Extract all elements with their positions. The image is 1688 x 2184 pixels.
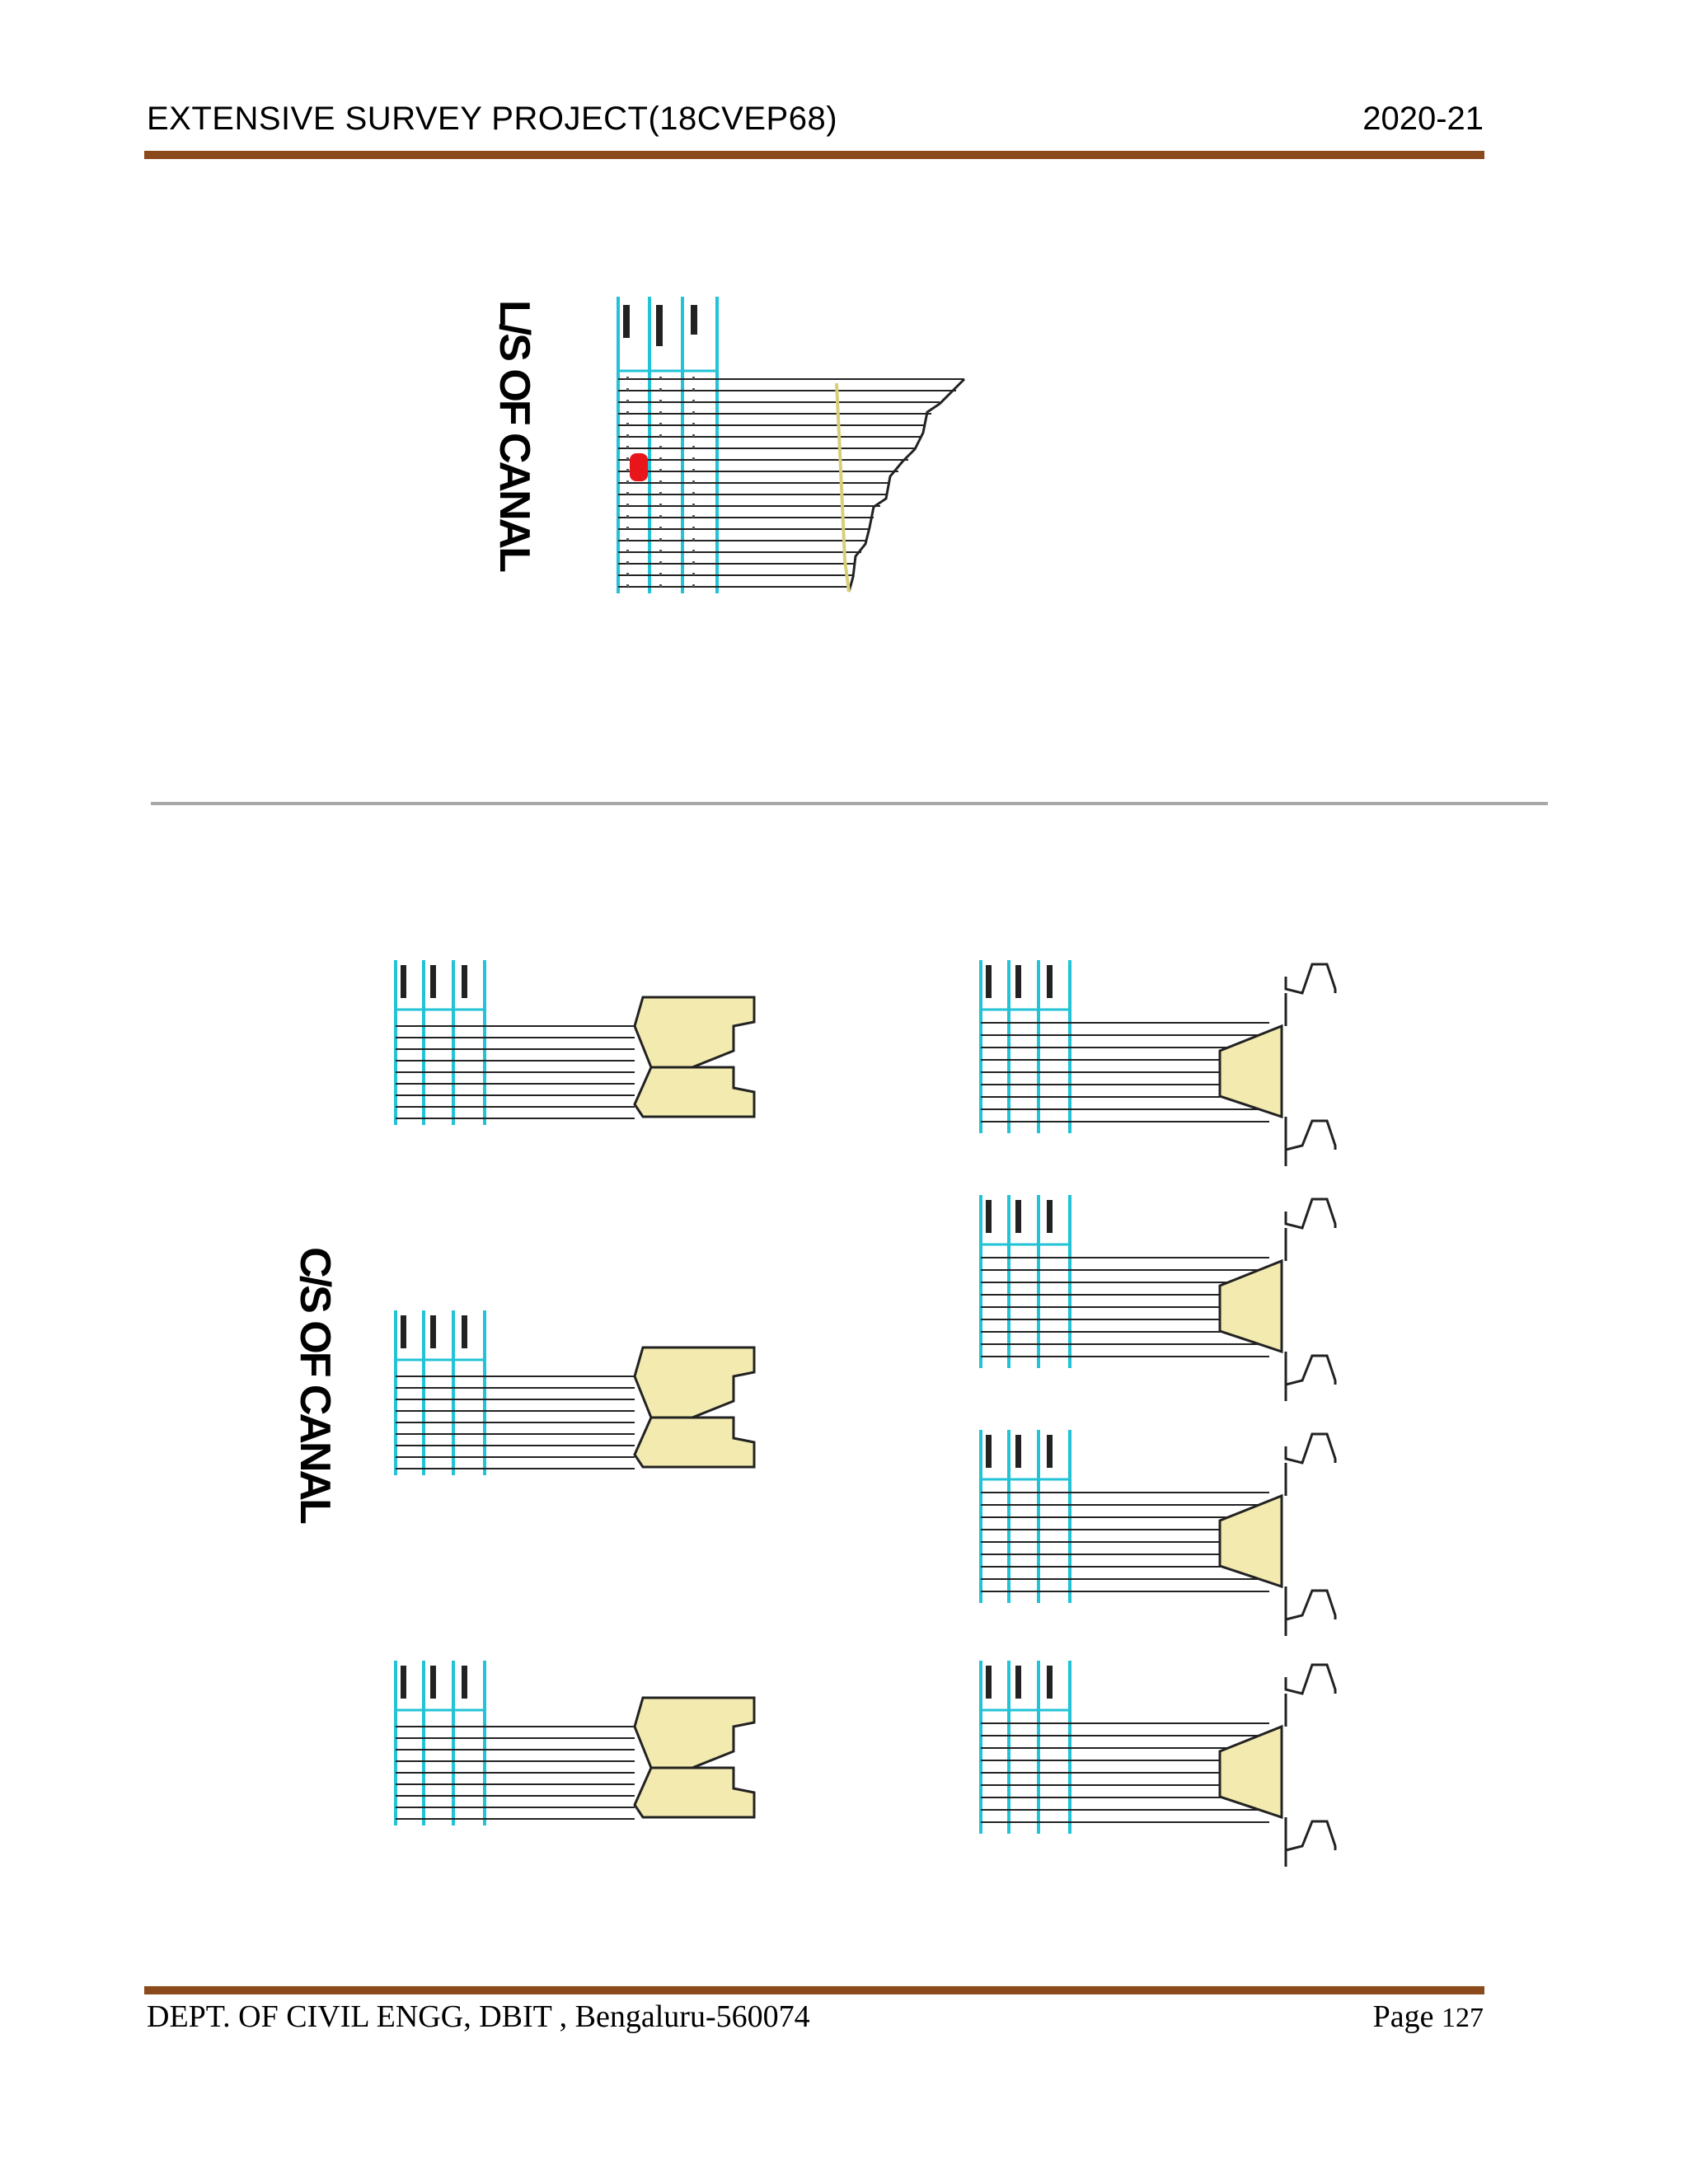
cs-drawing-right-3 xyxy=(979,1430,1337,1636)
footer-rule xyxy=(144,1986,1484,1994)
footer-page-number: 127 xyxy=(1442,2003,1484,2033)
cs-drawing-right-2 xyxy=(979,1195,1337,1401)
cs-drawing-right-1 xyxy=(979,960,1337,1166)
cs-drawing-left-1 xyxy=(394,960,756,1125)
cs-drawing-left-2 xyxy=(394,1310,756,1475)
footer-page-label: Page xyxy=(1372,1999,1434,2034)
section-divider xyxy=(151,802,1548,805)
cs-drawing-left-3 xyxy=(394,1661,756,1825)
footer-page: Page 127 xyxy=(1373,1999,1484,2035)
header-rule xyxy=(144,151,1484,159)
footer-department: DEPT. OF CIVIL ENGG, DBIT , Bengaluru-56… xyxy=(147,1999,810,2034)
cs-title: C/S OF CANAL xyxy=(290,1247,339,1522)
marker-icon xyxy=(630,453,648,481)
ls-title: L/S OF CANAL xyxy=(490,300,538,570)
header-year: 2020-21 xyxy=(1362,101,1484,137)
cs-drawing-right-4 xyxy=(979,1661,1337,1867)
header-title: EXTENSIVE SURVEY PROJECT(18CVEP68) xyxy=(147,101,838,137)
ls-drawing xyxy=(617,297,966,593)
